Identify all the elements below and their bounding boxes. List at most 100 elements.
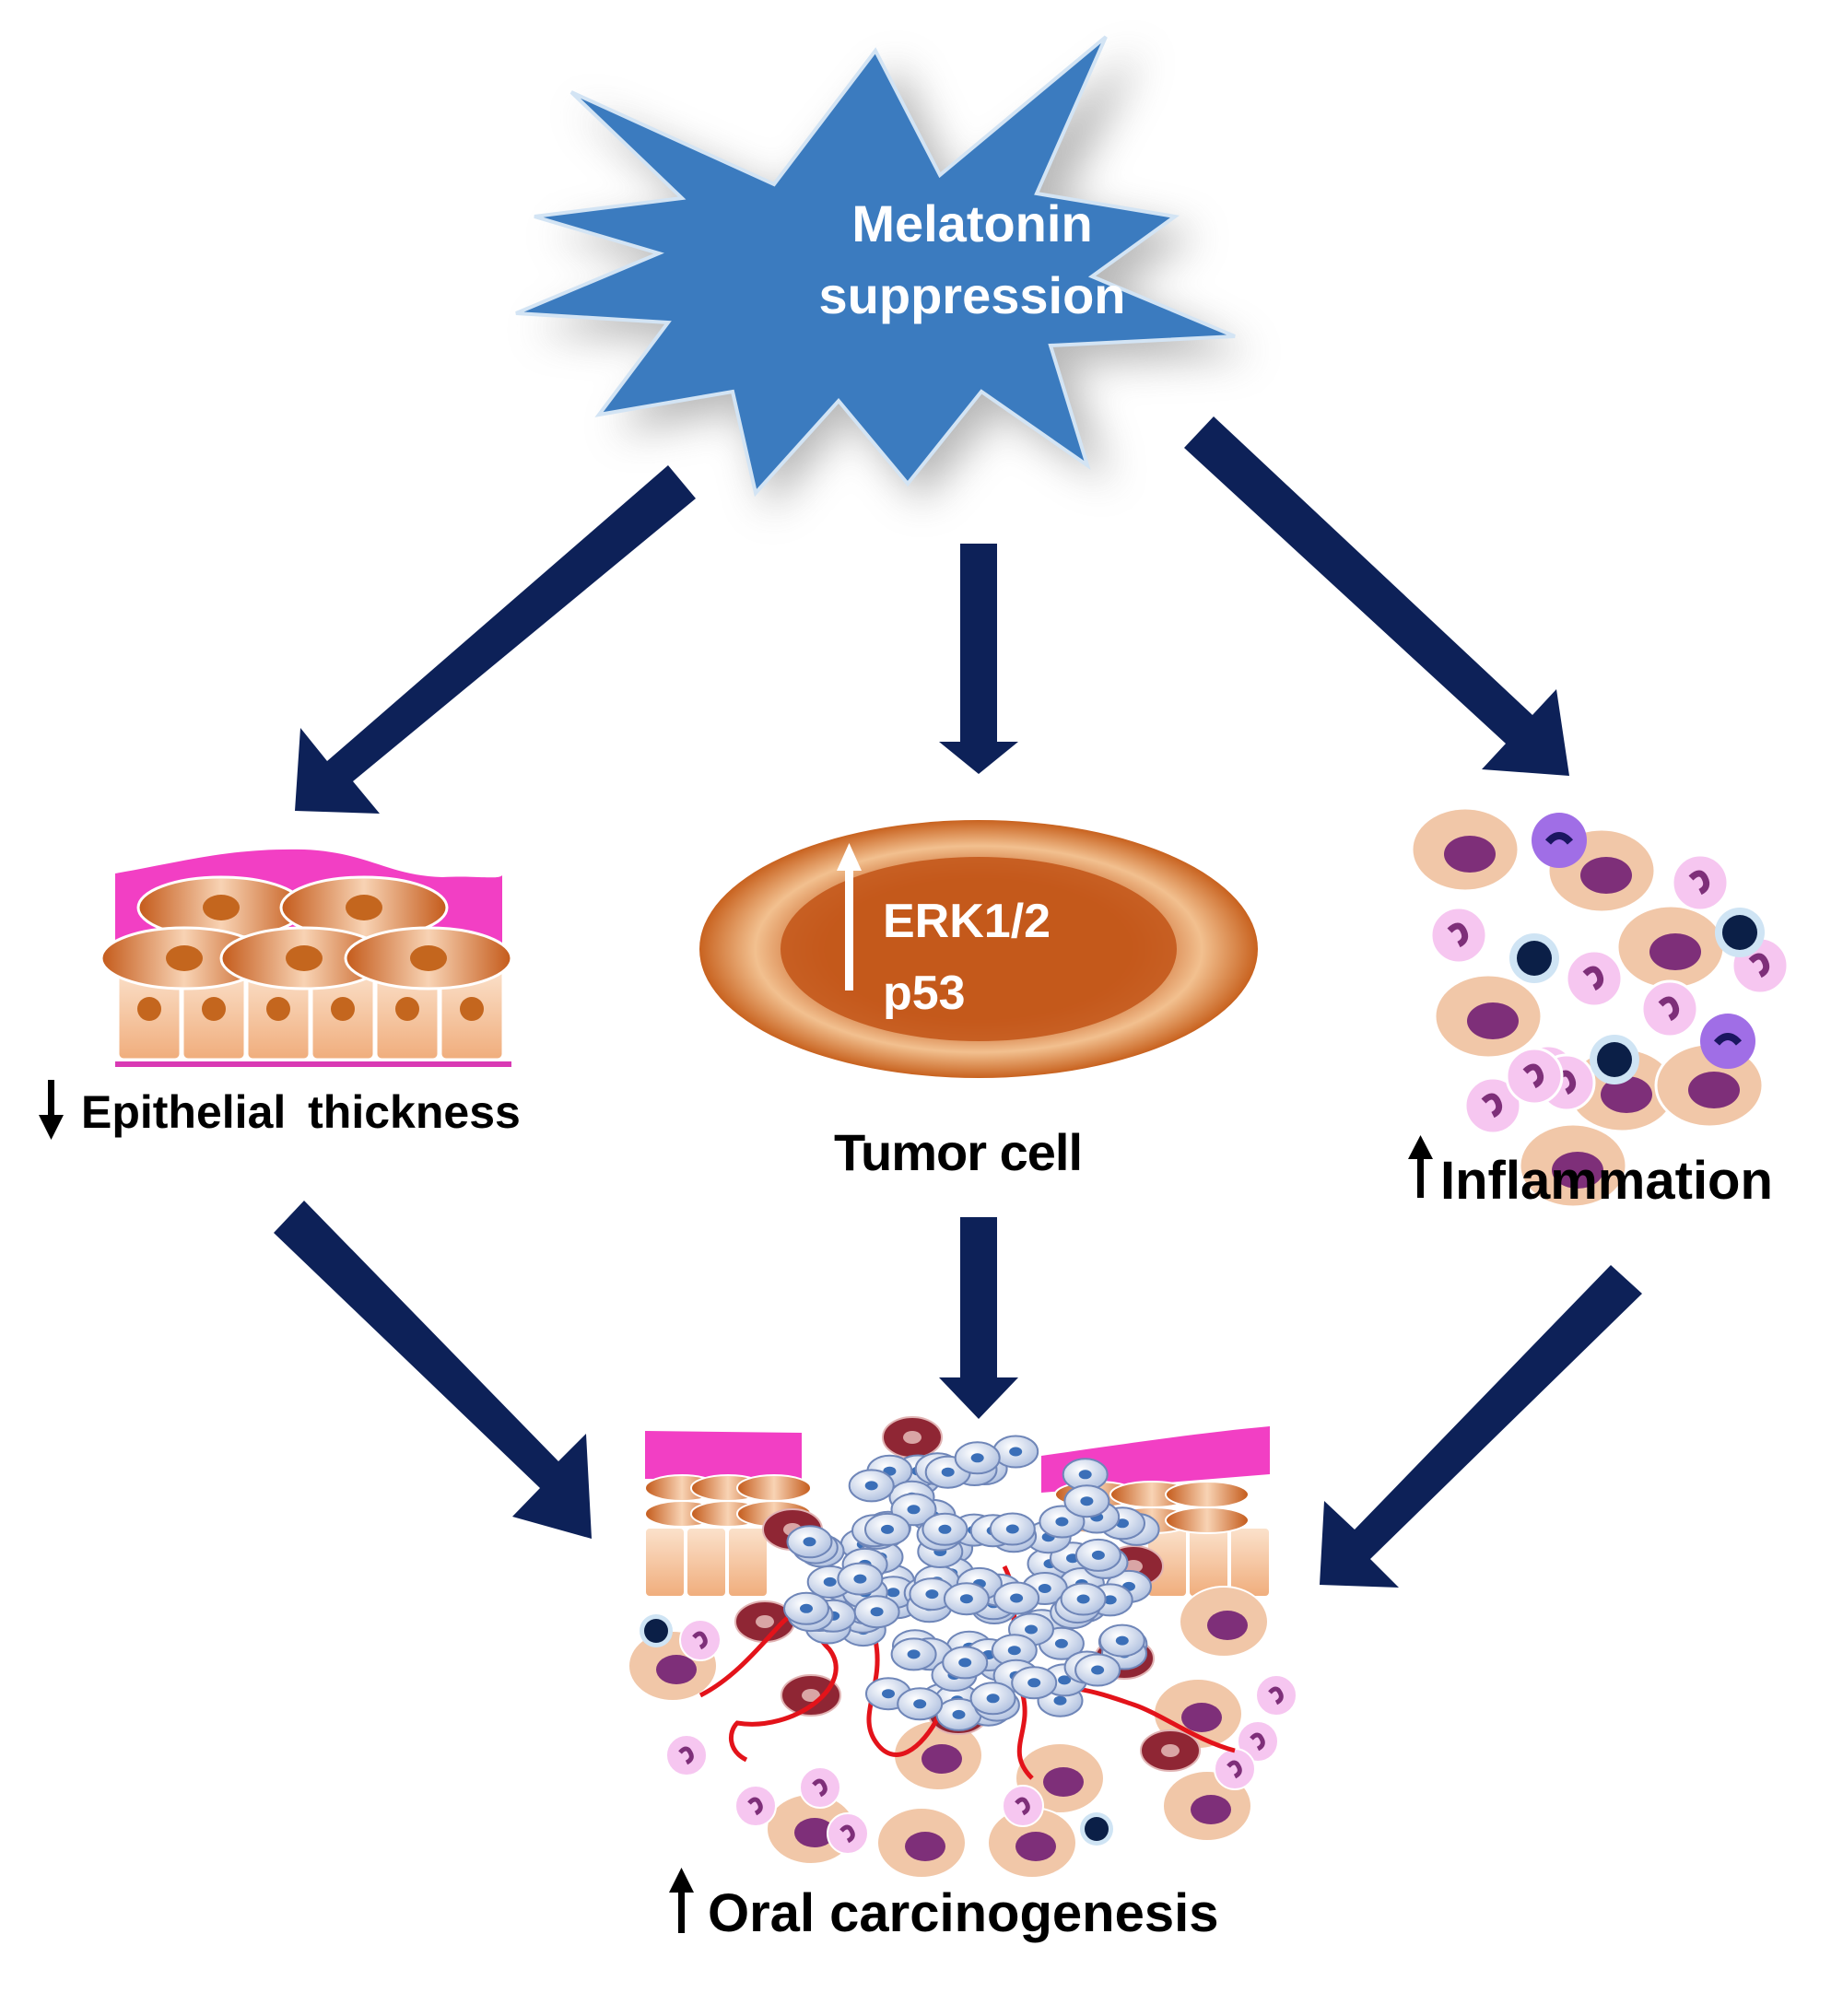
neutrophil-cell (1237, 1720, 1279, 1763)
eosinophil-cell (1700, 1014, 1755, 1069)
cancer-cell-nucleus (882, 1689, 895, 1699)
neutrophil-nucleus (1227, 1760, 1242, 1779)
neutrophil-cell (1214, 1748, 1256, 1790)
squamous-cell (1165, 1506, 1250, 1534)
cancer-cell-nucleus (1115, 1635, 1129, 1646)
neutrophil-cell (1565, 949, 1624, 1008)
cancer-cell-nucleus (1010, 1593, 1024, 1603)
cancer-cell-nucleus (853, 1574, 867, 1584)
cancer-cell-nucleus (1025, 1624, 1038, 1635)
basal-cell-nucleus (202, 997, 226, 1021)
macrophage-nucleus (1015, 1832, 1056, 1861)
up-arrow-icon (669, 1868, 694, 1933)
basement-membrane (115, 1061, 511, 1067)
basal-cell (686, 1527, 727, 1598)
macrophage-nucleus (1467, 1002, 1519, 1039)
cancer-cell-nucleus (941, 1467, 955, 1477)
cancer-cell-nucleus (1091, 1665, 1105, 1675)
neutrophil-cell (1429, 906, 1488, 965)
squamous-cell (736, 1474, 812, 1502)
basal-cell-nucleus (331, 997, 355, 1021)
macrophage-nucleus (922, 1744, 962, 1774)
fibroblast-nucleus (1124, 1560, 1143, 1573)
neutrophil-cell (679, 1619, 722, 1661)
arrow-epithelium-to-outcome (274, 1201, 592, 1539)
neutrophil-nucleus (1748, 953, 1770, 979)
up-arrow-icon (1408, 1135, 1433, 1198)
neutrophil-nucleus (1522, 1063, 1544, 1089)
neutrophil-cell (1255, 1674, 1297, 1717)
basal-cell (1229, 1527, 1271, 1598)
squamous-cell-nucleus (346, 895, 382, 920)
cancer-cell-nucleus (886, 1588, 900, 1598)
neutrophil-nucleus (1250, 1732, 1265, 1752)
macrophage-nucleus (1688, 1072, 1740, 1108)
basal-cell-nucleus (395, 997, 419, 1021)
melatonin-star (515, 35, 1236, 498)
cancer-cell-nucleus (958, 1658, 972, 1668)
lymphocyte-nucleus (1085, 1817, 1109, 1841)
eosinophil-cell (1532, 813, 1587, 868)
squamous-cell-nucleus (166, 945, 203, 971)
macrophage-nucleus (1444, 836, 1496, 873)
cancer-cell-nucleus (913, 1699, 927, 1709)
basal-cell-nucleus (460, 997, 484, 1021)
tumor-marker-p53: p53 (883, 967, 966, 1020)
macrophage-nucleus (1649, 933, 1701, 970)
cancer-cell-nucleus (1007, 1646, 1021, 1656)
down-arrow-icon (39, 1080, 64, 1140)
cancer-cell-nucleus (1080, 1496, 1094, 1506)
squamous-cell-nucleus (286, 945, 323, 971)
neutrophil-nucleus (1447, 922, 1469, 948)
blood-vessel (866, 1639, 943, 1757)
neutrophil-nucleus (839, 1824, 855, 1844)
up-arrow-icon (837, 843, 862, 990)
cancer-cell-nucleus (1078, 1470, 1092, 1480)
basal-cell-nucleus (137, 997, 161, 1021)
cancer-cell-nucleus (803, 1537, 816, 1547)
tumor-cell-nucleus (781, 857, 1177, 1041)
cancer-cell-nucleus (938, 1524, 952, 1534)
blood-vessel (698, 1613, 839, 1763)
lymphocyte-nucleus (1517, 941, 1552, 976)
macrophage-nucleus (1601, 1076, 1652, 1113)
macrophage-nucleus (1181, 1703, 1222, 1732)
neutrophil-cell (827, 1812, 869, 1855)
cancer-cell-nucleus (1091, 1550, 1105, 1560)
squamous-cell-nucleus (410, 945, 447, 971)
cancer-cell-nucleus (1053, 1695, 1067, 1705)
neutrophil-cell (1640, 979, 1699, 1038)
cancer-cell-nucleus (1027, 1678, 1041, 1688)
tumor-cell (699, 820, 1258, 1078)
cancer-cell-nucleus (959, 1594, 973, 1604)
macrophage-nucleus (1580, 857, 1632, 894)
center-node-line2: suppression (818, 266, 1126, 324)
cancer-cell-nucleus (986, 1694, 1000, 1704)
fibroblast-nucleus (756, 1615, 774, 1628)
cancer-cell-nucleus (1005, 1524, 1019, 1534)
arrow-to-inflammation (1184, 416, 1569, 776)
epithelium-label: Epithelial thickness (81, 1086, 521, 1138)
lymphocyte-nucleus (644, 1619, 668, 1643)
neutrophil-nucleus (678, 1746, 694, 1765)
eosinophil-nucleus (1713, 1033, 1743, 1046)
tumor-label: Tumor cell (834, 1123, 1083, 1181)
macrophage-nucleus (1552, 1152, 1603, 1189)
cancer-cell-nucleus (1103, 1595, 1117, 1605)
neutrophil-nucleus (1688, 870, 1710, 896)
squamous-cell-nucleus (203, 895, 240, 920)
neutrophil-nucleus (747, 1797, 763, 1816)
macrophage-nucleus (794, 1818, 835, 1847)
lymphocyte-nucleus (1597, 1042, 1632, 1077)
cancer-cell-nucleus (952, 1709, 966, 1719)
neutrophil-cell (665, 1734, 708, 1776)
cancer-cell-nucleus (1038, 1584, 1051, 1593)
squamous-cell (1165, 1481, 1250, 1508)
eosinophil-nucleus (1544, 832, 1574, 845)
tumor-marker-erk: ERK1/2 (883, 895, 1051, 948)
cancer-cell-nucleus (1055, 1517, 1069, 1527)
neutrophil-cell (1463, 1076, 1522, 1135)
basal-cell-nucleus (266, 997, 290, 1021)
